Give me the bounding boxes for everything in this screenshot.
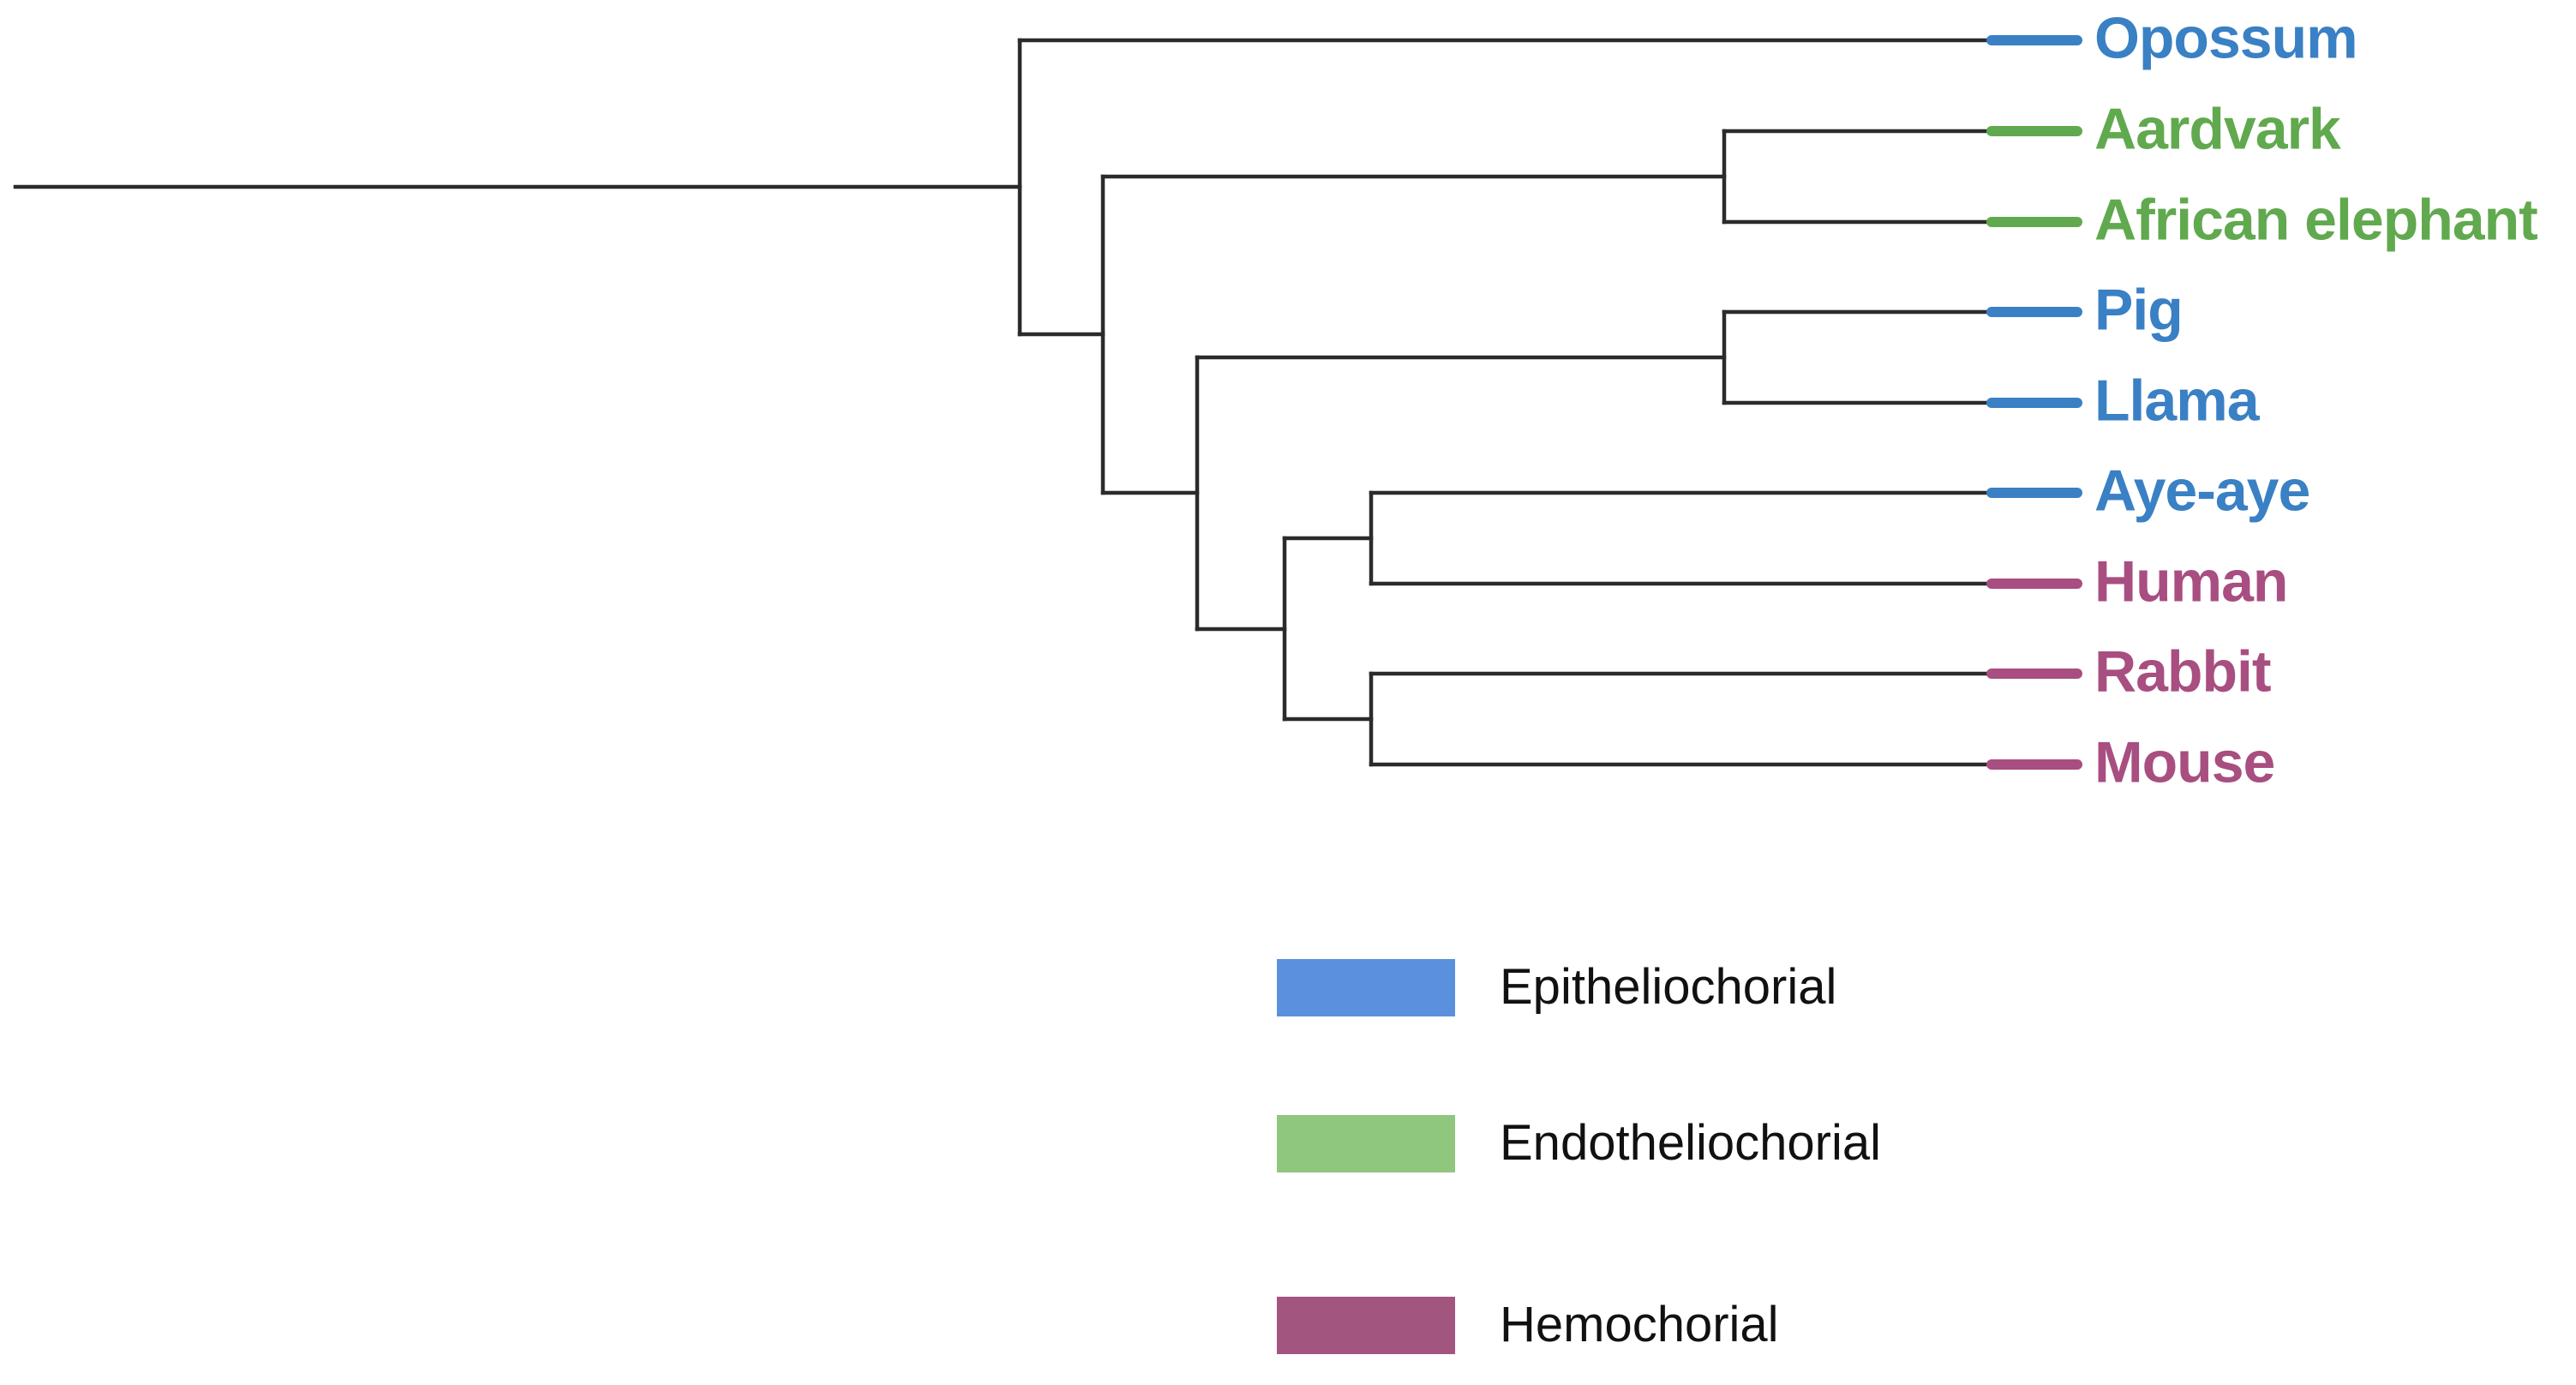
tip-label-rabbit: Rabbit (2094, 639, 2272, 704)
tip-label-pig: Pig (2094, 277, 2184, 343)
legend-row-endotheliochorial: Endotheliochorial (1277, 1100, 1881, 1186)
legend-swatch-endotheliochorial (1277, 1114, 1455, 1172)
legend-row-hemochorial: Hemochorial (1277, 1282, 1779, 1368)
legend-label-epitheliochorial: Epitheliochorial (1500, 959, 1837, 1015)
legend-swatch-hemochorial (1277, 1296, 1455, 1354)
tip-label-aye-aye: Aye-aye (2094, 458, 2310, 524)
tip-label-opossum: Opossum (2094, 5, 2358, 71)
legend-swatch-epitheliochorial (1277, 958, 1455, 1016)
legend-label-hemochorial: Hemochorial (1500, 1297, 1779, 1352)
tip-label-african-elephant: African elephant (2094, 187, 2538, 253)
tip-label-aardvark: Aardvark (2094, 96, 2341, 162)
legend-row-epitheliochorial: Epitheliochorial (1277, 944, 1836, 1030)
legend-label-endotheliochorial: Endotheliochorial (1500, 1115, 1881, 1171)
tip-label-human: Human (2094, 549, 2288, 615)
tip-label-llama: Llama (2094, 368, 2260, 434)
tip-label-mouse: Mouse (2094, 729, 2275, 795)
